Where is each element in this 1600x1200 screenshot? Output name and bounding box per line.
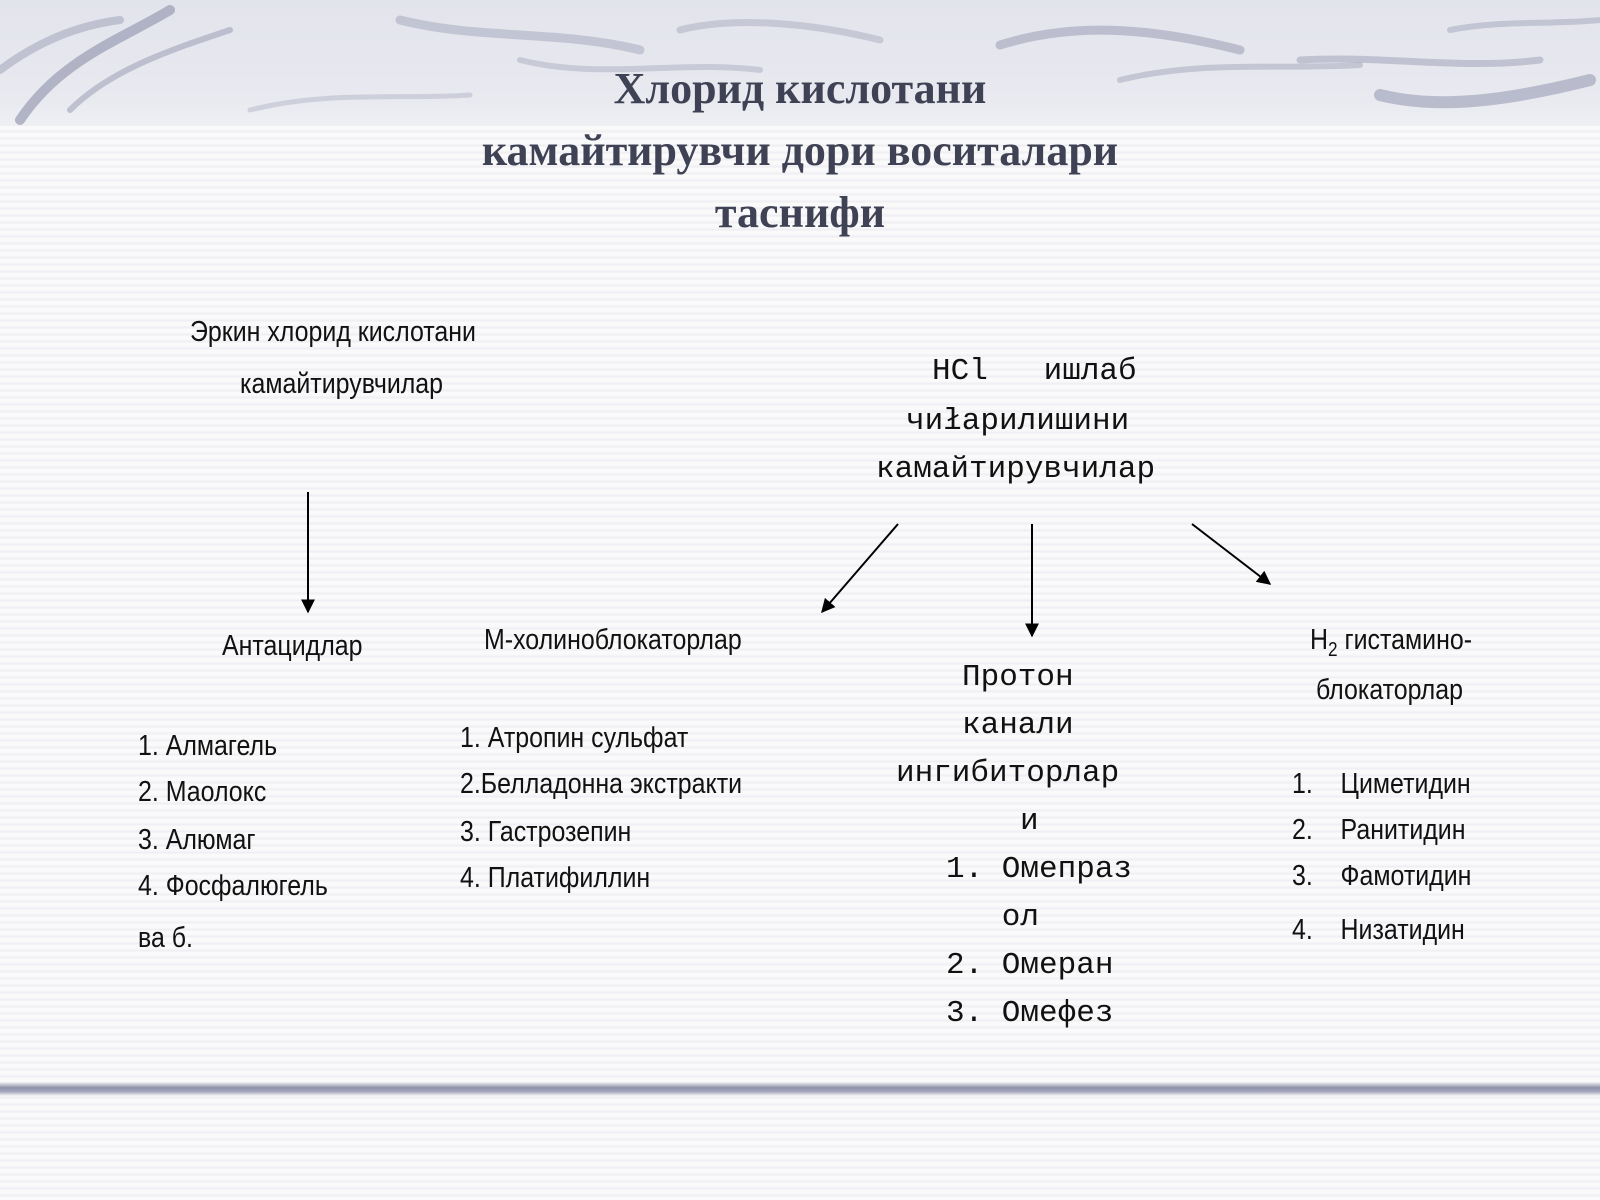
right-group-heading-line-2: чиłарилишини <box>906 404 1130 439</box>
h2-blockers-item-2: 2. Ранитидин <box>1292 814 1466 846</box>
ppi-label-line-3: ингибиторлар <box>896 756 1120 791</box>
left-group-heading-line-1: Эркин хлорид кислотани <box>190 316 476 348</box>
h2-blockers-label-line-1: H2 гистамино- <box>1310 624 1472 662</box>
brush-strokes-decoration <box>0 5 1600 125</box>
m-cholinoblockers-label: М-холиноблокаторлар <box>484 624 742 656</box>
antacids-item-5: ва б. <box>138 922 193 954</box>
h2-blockers-label-line-2: блокаторлар <box>1316 674 1463 706</box>
left-group-heading-line-2: камайтирувчилар <box>240 368 444 400</box>
ppi-item-1-cont: ол <box>946 900 1040 935</box>
antacids-item-2: 2. Маолокс <box>138 776 267 808</box>
h2-blockers-item-1: 1. Циметидин <box>1292 768 1471 800</box>
h2-label-rest: гистамино- <box>1337 624 1473 656</box>
ppi-label-line-2: канали <box>962 708 1074 743</box>
decorative-top-band <box>0 0 1600 126</box>
title-line-3: таснифи <box>714 188 886 237</box>
bottom-decorative-rule <box>0 1082 1600 1096</box>
h2-blockers-item-4: 4. Низатидин <box>1292 914 1465 946</box>
m-cholinoblockers-item-4: 4. Платифиллин <box>460 862 651 894</box>
slide-title: Хлорид кислотани камайтирувчи дори восит… <box>300 58 1300 244</box>
arrow-to-h2-blockers <box>1191 523 1272 585</box>
arrow-to-m-cholinoblockers <box>821 523 899 614</box>
antacids-label: Антацидлар <box>222 630 363 662</box>
antacids-item-4: 4. Фосфалюгель <box>138 870 328 902</box>
m-cholinoblockers-item-1: 1. Атропин сульфат <box>460 722 689 754</box>
ppi-item-3: 3. Омефез <box>946 996 1114 1031</box>
ppi-item-1: 1. Омепраз <box>946 852 1133 887</box>
right-group-heading-line-1: HCl ишлаб <box>932 354 1137 389</box>
antacids-item-3: 3. Алюмаг <box>138 824 256 856</box>
h2-blockers-item-3: 3. Фамотидин <box>1292 860 1472 892</box>
m-cholinoblockers-item-2: 2.Белладонна экстракти <box>460 768 743 800</box>
title-line-2: камайтирувчи дори воситалари <box>481 126 1119 175</box>
h2-subscript: 2 <box>1328 638 1338 661</box>
right-group-heading-line-3: камайтирувчилар <box>876 452 1156 487</box>
ppi-item-2: 2. Омеран <box>946 948 1114 983</box>
antacids-item-1: 1. Алмагель <box>138 730 278 762</box>
ppi-label-line-4: и <box>1020 804 1039 839</box>
ppi-label-line-1: Протон <box>962 660 1074 695</box>
h2-prefix: H <box>1310 624 1329 656</box>
title-line-1: Хлорид кислотани <box>613 64 987 113</box>
m-cholinoblockers-item-3: 3. Гастрозепин <box>460 816 632 848</box>
